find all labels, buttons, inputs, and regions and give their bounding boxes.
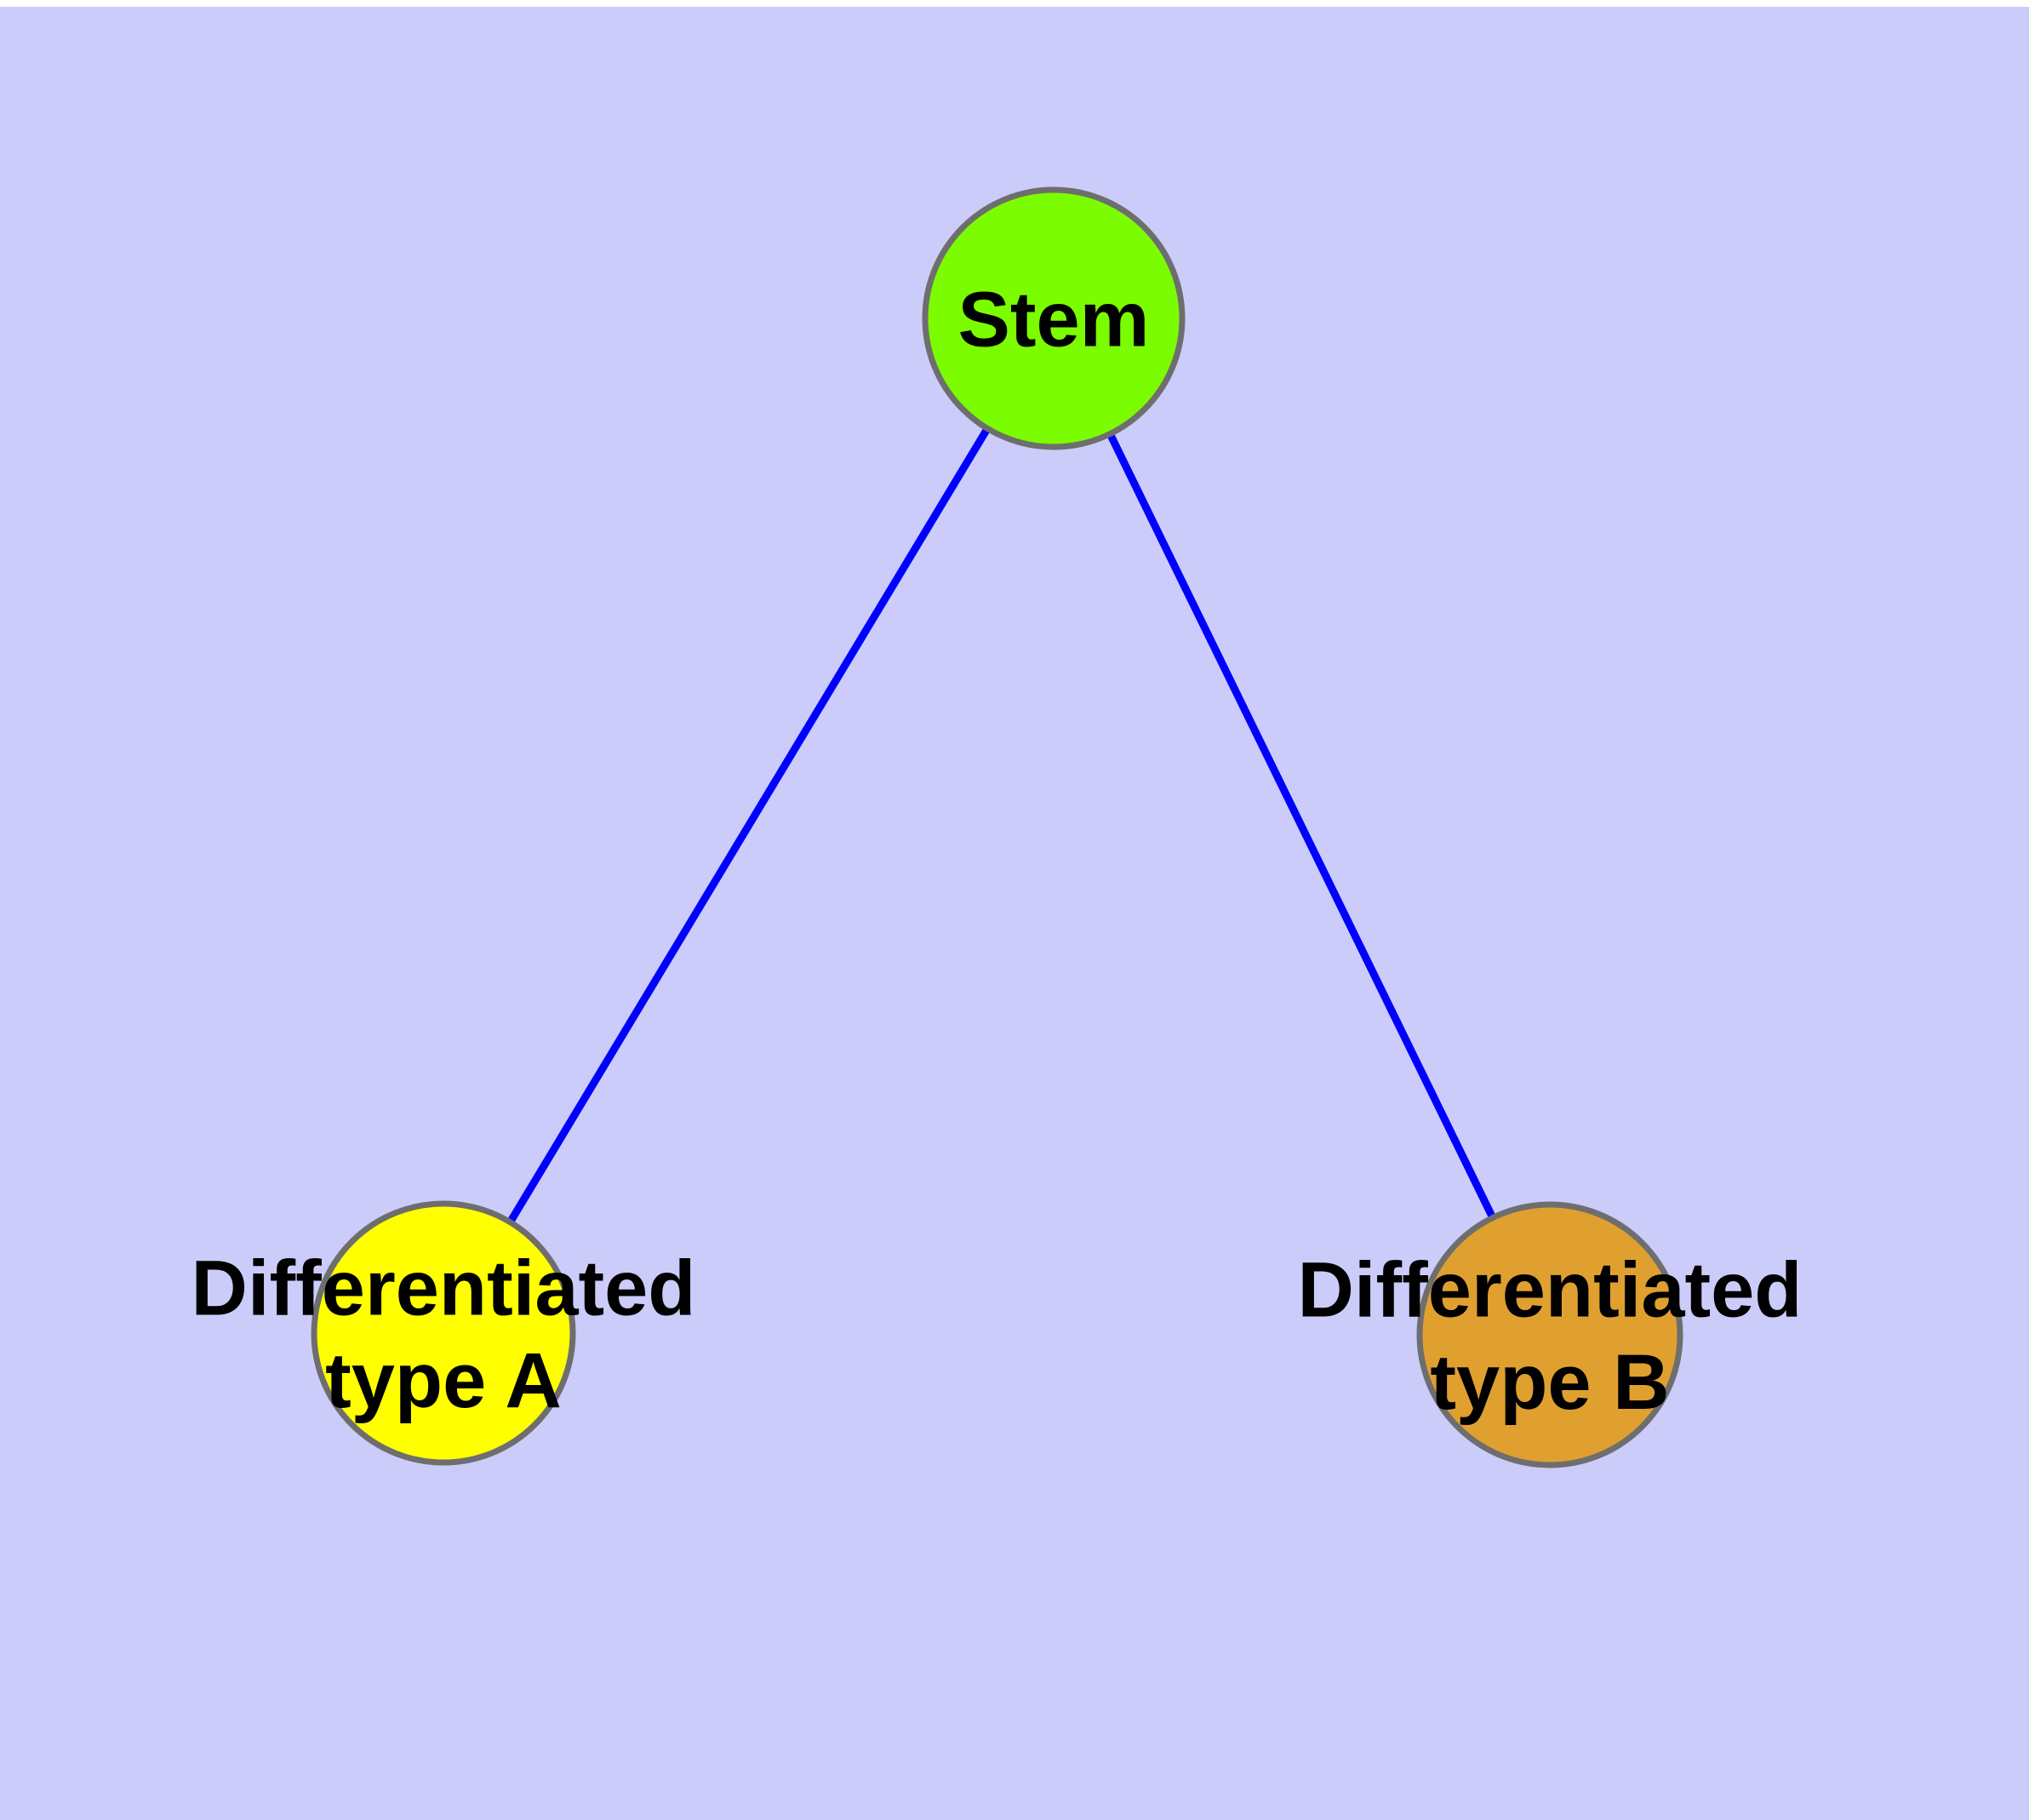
node-label-diff_a-line-2: type A xyxy=(325,1337,562,1424)
node-label-diff_a-line-1: Differentiated xyxy=(191,1245,696,1331)
node-stem[interactable]: Stem xyxy=(922,186,1186,450)
node-circle-diff_b[interactable] xyxy=(1416,1201,1683,1468)
node-label-diff_b-line-1: Differentiated xyxy=(1298,1246,1803,1333)
edges-group xyxy=(440,316,1554,1336)
edge-stem-to-diff_a xyxy=(440,316,1057,1336)
node-label-stem: Stem xyxy=(958,277,1150,363)
node-label-diff_b-line-2: type B xyxy=(1430,1339,1669,1426)
edge-stem-to-diff_b xyxy=(1049,317,1554,1336)
node-circle-diff_a[interactable] xyxy=(311,1200,576,1466)
node-circle-stem[interactable] xyxy=(922,186,1186,450)
